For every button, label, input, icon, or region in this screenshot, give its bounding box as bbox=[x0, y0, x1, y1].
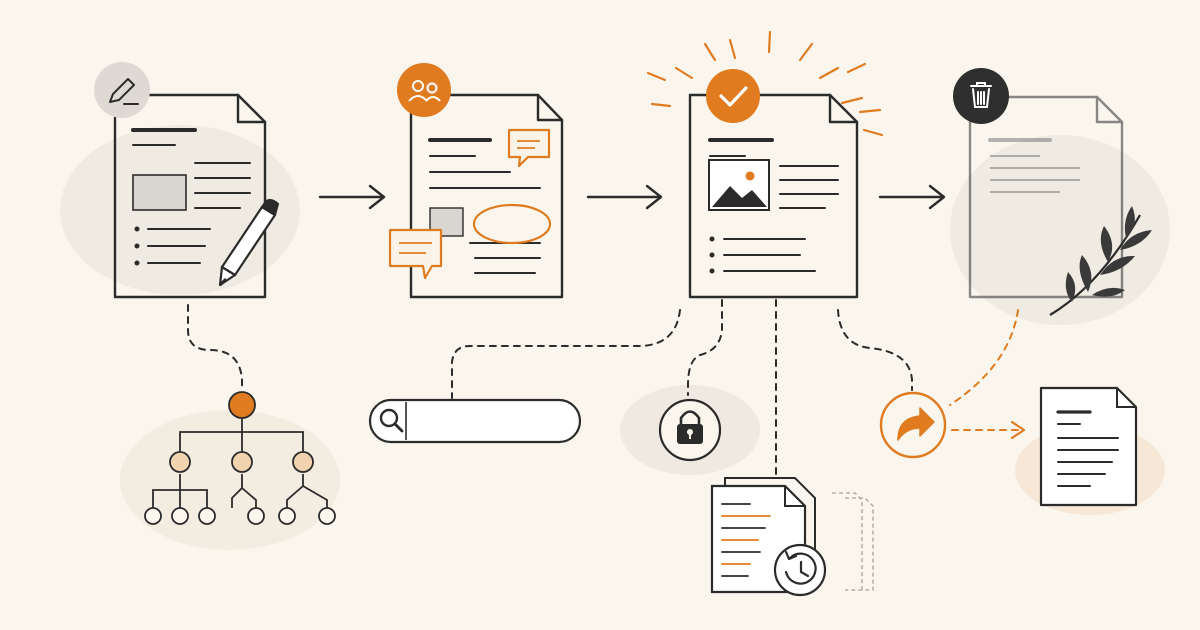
highlight-oval bbox=[472, 203, 552, 245]
approved-document[interactable] bbox=[688, 93, 859, 299]
comment-bubble-icon bbox=[388, 228, 443, 280]
flow-arrow bbox=[586, 184, 663, 210]
lock-button[interactable] bbox=[658, 398, 722, 462]
draft-document[interactable] bbox=[113, 93, 267, 299]
comment-bubble-icon bbox=[507, 128, 551, 168]
share-button[interactable] bbox=[879, 391, 947, 459]
archived-badge bbox=[953, 68, 1009, 124]
connector-lines bbox=[187, 299, 1026, 511]
image-icon bbox=[708, 159, 770, 211]
draft-badge bbox=[94, 62, 150, 118]
checkmark-icon bbox=[719, 86, 748, 107]
review-badge bbox=[397, 63, 451, 117]
shared-document[interactable] bbox=[1039, 386, 1138, 507]
tree-hierarchy-icon bbox=[144, 391, 336, 525]
flow-arrow bbox=[878, 184, 946, 210]
archived-document[interactable] bbox=[968, 95, 1124, 299]
history-icon bbox=[773, 543, 827, 597]
background-washes bbox=[60, 125, 1170, 550]
pencil-icon bbox=[218, 199, 280, 287]
search-icon bbox=[379, 408, 404, 433]
leaf-branch-icon bbox=[1049, 206, 1152, 316]
version-history-stack[interactable] bbox=[710, 477, 874, 597]
flow-arrow bbox=[318, 184, 386, 210]
search-bar[interactable] bbox=[368, 398, 582, 444]
pencil-badge-icon bbox=[109, 78, 139, 105]
approved-badge bbox=[706, 69, 760, 123]
share-arrow-icon bbox=[897, 407, 935, 441]
lock-icon bbox=[677, 410, 703, 444]
approval-rays bbox=[646, 30, 884, 137]
trash-icon bbox=[970, 82, 992, 108]
people-icon bbox=[408, 80, 441, 102]
